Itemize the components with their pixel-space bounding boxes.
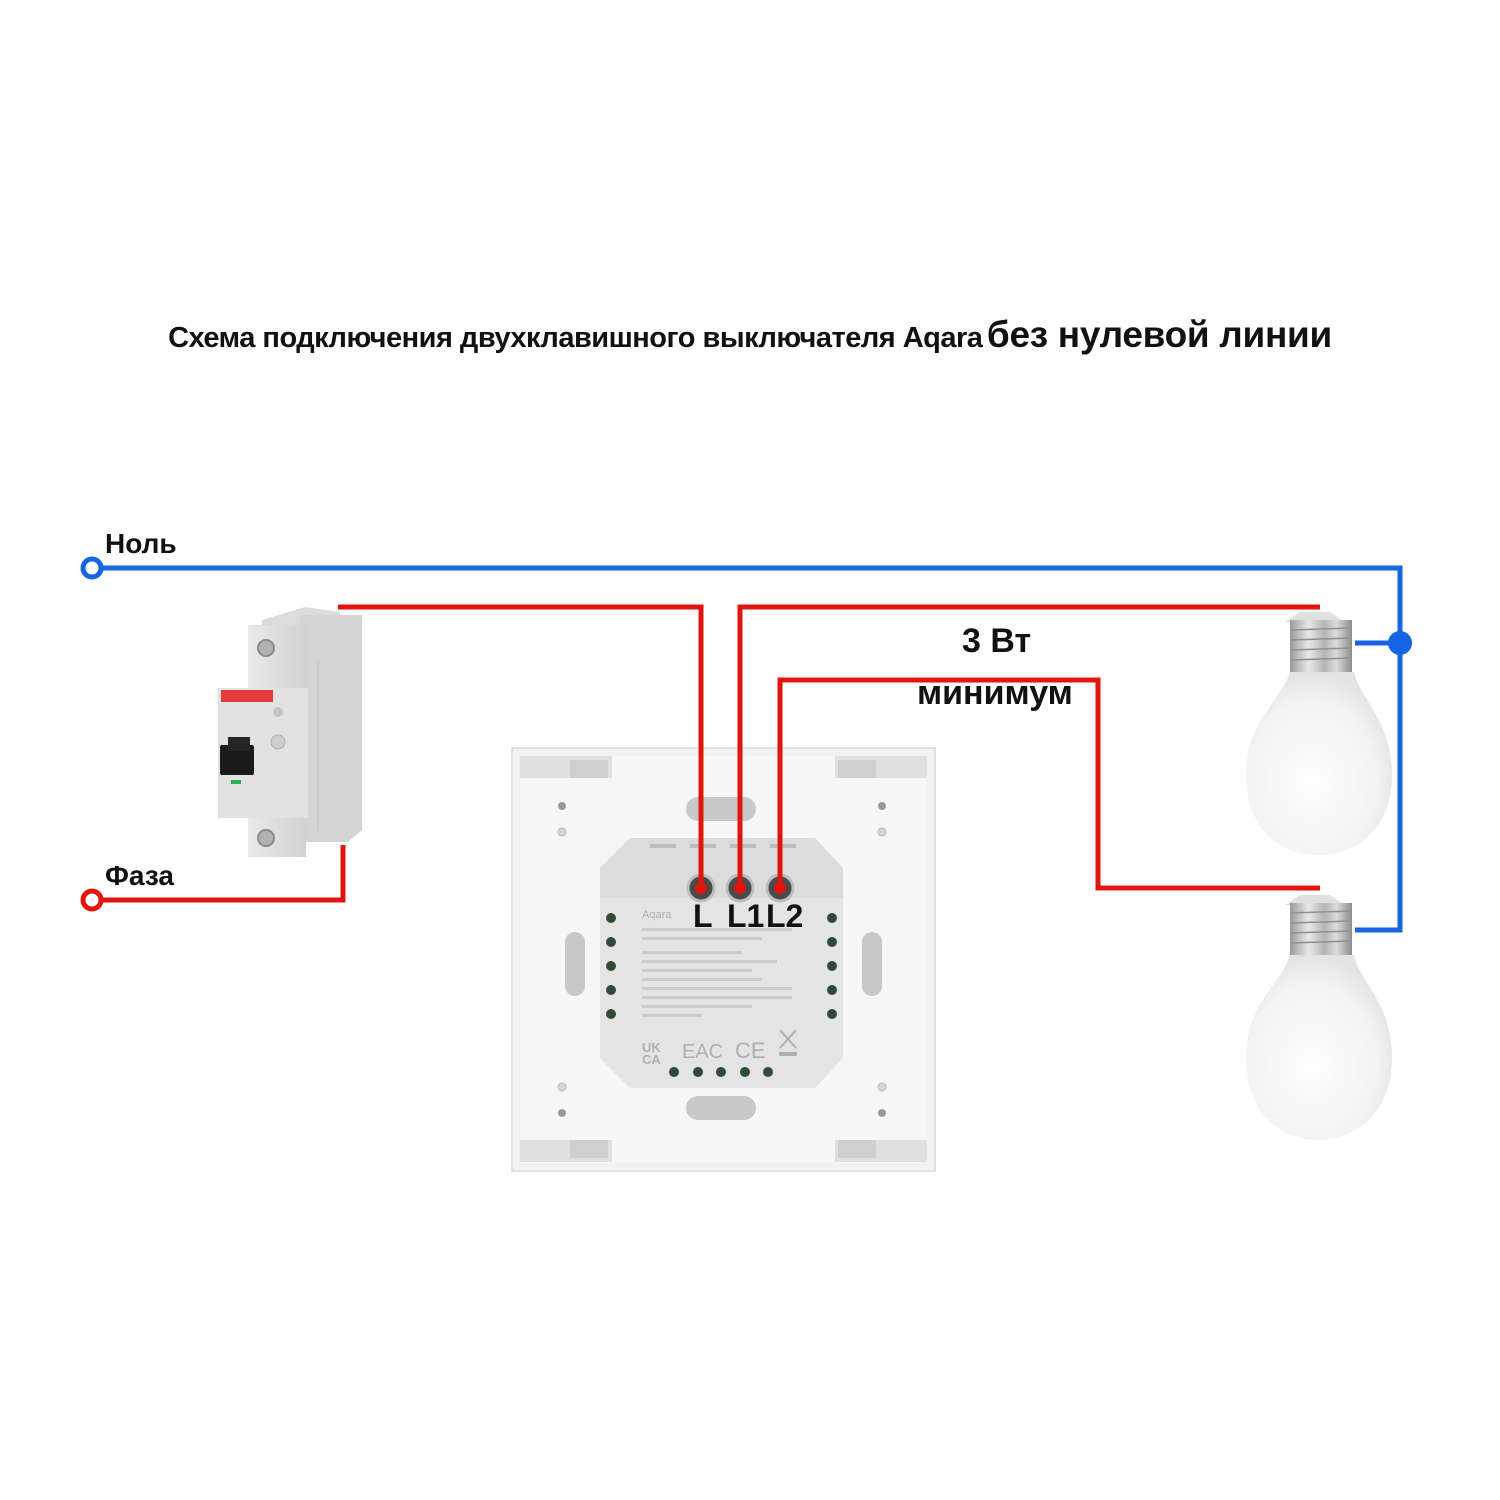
lamp-2 bbox=[1246, 895, 1392, 1140]
title-part2: без нулевой линии bbox=[986, 314, 1332, 355]
svg-text:UK: UK bbox=[642, 1040, 661, 1055]
svg-text:EAC: EAC bbox=[682, 1041, 723, 1063]
diagram-title: Схема подключения двухклавишного выключа… bbox=[0, 314, 1500, 356]
aqara-switch: Aqara UK CA EAC CE bbox=[511, 747, 936, 1172]
svg-text:CE: CE bbox=[735, 1038, 766, 1063]
switch-brand: Aqara bbox=[642, 909, 672, 921]
terminal-l-label: L bbox=[693, 898, 713, 934]
min-load-power-label: 3 Вт bbox=[962, 622, 1032, 660]
terminal-l2-label: L2 bbox=[766, 898, 804, 934]
phase-wire bbox=[100, 604, 1320, 903]
phase-terminal-icon bbox=[80, 888, 104, 912]
lamp-1 bbox=[1246, 612, 1392, 855]
terminal-l1-label: L1 bbox=[727, 898, 765, 934]
phase-label: Фаза bbox=[105, 860, 174, 891]
min-load-note-label: минимум bbox=[917, 674, 1073, 712]
circuit-breaker bbox=[218, 607, 362, 857]
svg-text:CA: CA bbox=[642, 1052, 661, 1067]
neutral-junction-icon bbox=[1388, 631, 1412, 655]
neutral-label: Ноль bbox=[105, 528, 177, 559]
title-part1: Схема подключения двухклавишного выключа… bbox=[168, 322, 983, 354]
neutral-terminal-icon bbox=[80, 556, 104, 580]
